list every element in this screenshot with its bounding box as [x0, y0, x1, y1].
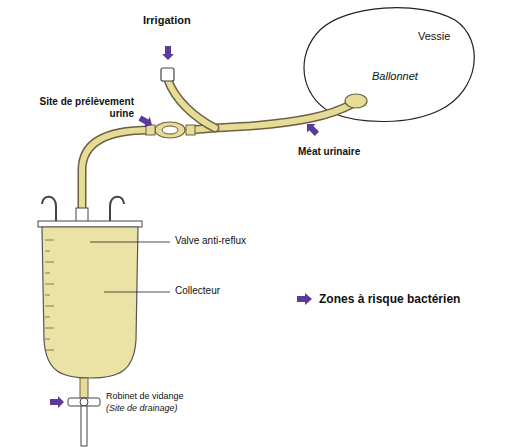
part-label: (Site de drainage)	[106, 403, 178, 413]
sampling-site	[146, 122, 195, 138]
part-label: Valve anti-reflux	[175, 235, 246, 247]
part-label: Méat urinaire	[298, 146, 360, 158]
legend-text: Zones à risque bactérien	[319, 292, 460, 306]
part-label: Vessie	[418, 30, 450, 43]
drain-tap	[68, 378, 100, 446]
bag-top	[38, 221, 142, 227]
leader-line	[90, 242, 170, 292]
legend-symbol	[296, 292, 314, 306]
bladder-outline	[304, 8, 474, 122]
part-label: Collecteur	[175, 285, 220, 297]
balloon	[345, 94, 367, 108]
collecting-bag	[42, 227, 138, 378]
irrigation-cap	[161, 68, 174, 81]
part-label: Site de prélèvement urine	[30, 96, 134, 119]
part-label: Ballonnet	[372, 70, 418, 83]
graduation	[45, 240, 54, 350]
part-label: Irrigation	[143, 14, 191, 27]
part-label: Robinet de vidange	[106, 391, 184, 401]
legend-entry: Zones à risque bactérien	[296, 292, 460, 306]
